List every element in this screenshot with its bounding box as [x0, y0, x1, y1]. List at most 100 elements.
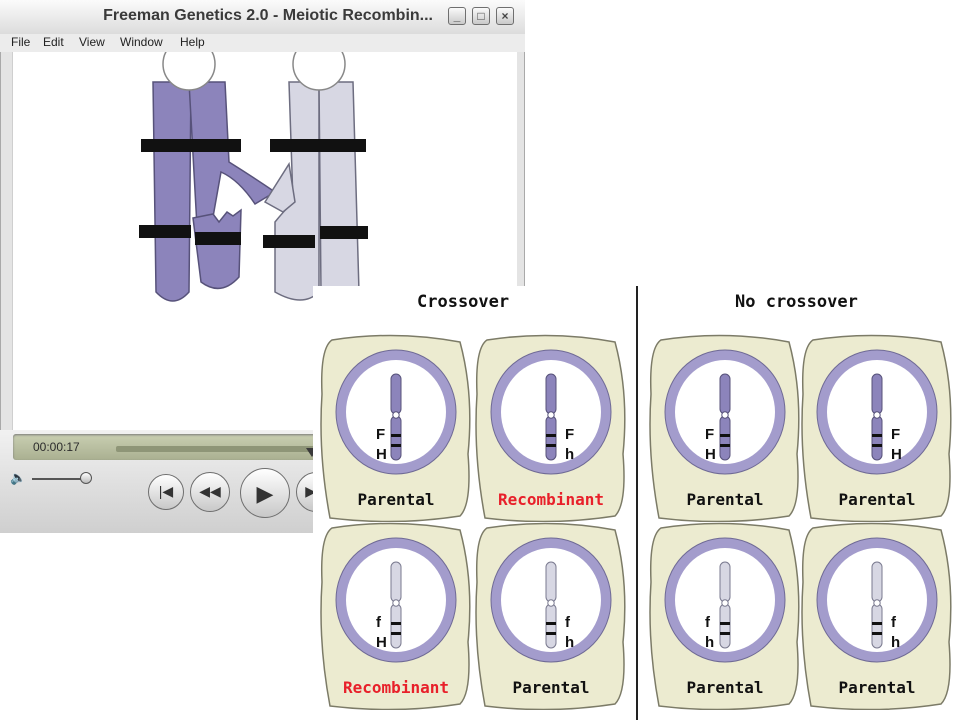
cell-drawing	[320, 522, 471, 711]
heading-no-crossover: No crossover	[735, 292, 858, 312]
heading-crossover: Crossover	[417, 292, 510, 312]
rewind-icon: ◀◀	[199, 483, 221, 499]
maximize-icon: □	[477, 9, 485, 23]
allele-label-top: f	[891, 614, 896, 631]
band-lower-light-left	[263, 235, 315, 248]
chromosome-upper-arm	[390, 373, 402, 415]
allele-label-top: F	[565, 426, 575, 443]
skip-back-button[interactable]: |◀	[148, 474, 184, 510]
allele-band-upper	[546, 622, 556, 625]
allele-label-top: f	[705, 614, 710, 631]
speaker-icon[interactable]: 🔈	[10, 470, 27, 485]
group-divider	[636, 286, 638, 720]
allele-label-top: F	[705, 426, 715, 443]
chromosome-upper-arm	[871, 561, 883, 603]
progress-track[interactable]	[116, 446, 318, 457]
purple-chromatid-right-upper	[188, 81, 277, 229]
chromosome-lower-arm	[545, 415, 557, 461]
allele-band-lower	[720, 632, 730, 635]
menu-window[interactable]: Window	[120, 35, 163, 49]
close-button[interactable]: ×	[496, 7, 514, 25]
chromosome-lower-arm	[871, 415, 883, 461]
chromosome-upper-arm	[545, 373, 557, 415]
allele-band-upper	[546, 434, 556, 437]
play-button[interactable]: ▶	[240, 468, 290, 518]
title-bar[interactable]: Freeman Genetics 2.0 - Meiotic Recombin.…	[0, 0, 525, 34]
allele-band-lower	[872, 444, 882, 447]
allele-band-upper	[720, 434, 730, 437]
chromosome-centromere	[721, 599, 729, 607]
allele-label-bottom: H	[376, 446, 387, 463]
recombinant-label: Recombinant	[498, 490, 604, 509]
chromosome-upper-arm	[390, 561, 402, 603]
cell-drawing	[801, 522, 952, 711]
band-lower-purple-right	[195, 232, 241, 245]
menu-view[interactable]: View	[79, 35, 105, 49]
cell-drawing	[475, 522, 626, 711]
parental-label: Parental	[512, 678, 590, 697]
chromosome-centromere	[547, 411, 555, 419]
menu-edit[interactable]: Edit	[43, 35, 64, 49]
chromosome-upper-arm	[719, 373, 731, 415]
allele-band-lower	[546, 632, 556, 635]
allele-band-upper	[720, 622, 730, 625]
menu-file[interactable]: File	[11, 35, 31, 49]
allele-label-bottom: h	[705, 634, 715, 651]
chromosome-upper-arm	[545, 561, 557, 603]
maximize-button[interactable]: □	[472, 7, 490, 25]
allele-band-lower	[546, 444, 556, 447]
time-display: 00:00:17	[13, 434, 318, 460]
chromosome-upper-arm	[719, 561, 731, 603]
band-upper-light	[270, 139, 366, 152]
allele-label-bottom: h	[891, 634, 901, 651]
skip-back-icon: |◀	[158, 483, 174, 499]
light-chromatid-right	[318, 81, 360, 301]
rewind-button[interactable]: ◀◀	[190, 472, 230, 512]
chromosome-lower-arm	[719, 603, 731, 649]
cell-drawing	[320, 334, 471, 523]
allele-band-lower	[720, 444, 730, 447]
parental-label: Parental	[357, 490, 435, 509]
cell-drawing	[801, 334, 952, 523]
allele-band-lower	[391, 444, 401, 447]
playhead-icon[interactable]	[306, 448, 318, 457]
window-title: Freeman Genetics 2.0 - Meiotic Recombin.…	[103, 7, 433, 24]
allele-band-lower	[872, 632, 882, 635]
chromosome-lower-arm	[545, 603, 557, 649]
band-lower-light-right	[320, 226, 368, 239]
band-upper-purple	[141, 139, 241, 152]
allele-label-top: f	[565, 614, 570, 631]
play-icon: ▶	[256, 481, 274, 506]
allele-band-lower	[391, 632, 401, 635]
minimize-button[interactable]: _	[448, 7, 466, 25]
volume-slider[interactable]	[32, 478, 88, 480]
volume-knob[interactable]	[80, 472, 92, 484]
allele-label-bottom: H	[376, 634, 387, 651]
chromosome-centromere	[721, 411, 729, 419]
parental-label: Parental	[838, 490, 916, 509]
chromosome-lower-arm	[719, 415, 731, 461]
allele-label-top: F	[376, 426, 386, 443]
allele-band-upper	[391, 622, 401, 625]
chromosome-upper-arm	[871, 373, 883, 415]
purple-chromatid-left	[152, 81, 192, 302]
allele-band-upper	[872, 622, 882, 625]
volume-control: 🔈	[10, 470, 100, 490]
chromosome-lower-arm	[390, 603, 402, 649]
recombinant-label: Recombinant	[343, 678, 449, 697]
chromosome-centromere	[547, 599, 555, 607]
parental-label: Parental	[838, 678, 916, 697]
menu-help[interactable]: Help	[180, 35, 205, 49]
allele-label-bottom: h	[565, 446, 575, 463]
allele-label-bottom: h	[565, 634, 575, 651]
chromosome-centromere	[392, 599, 400, 607]
